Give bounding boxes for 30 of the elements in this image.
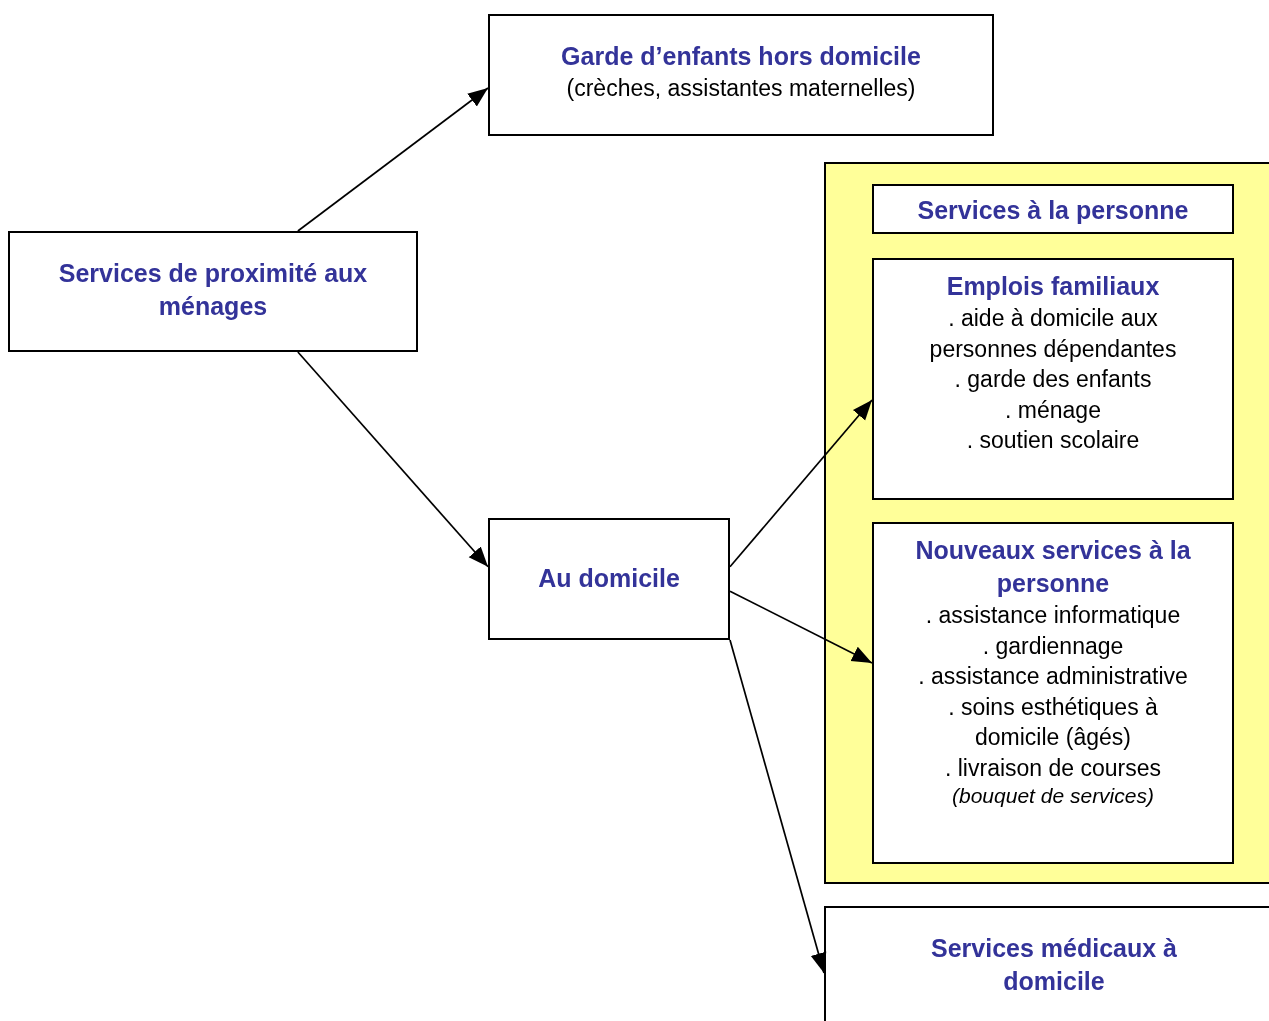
list-item: . assistance informatique (925, 601, 1181, 630)
box-heading: Garde d’enfants hors domicile (561, 41, 921, 72)
list-item: . gardiennage (982, 631, 1124, 661)
list-item: . ménage (1005, 395, 1101, 425)
note-text: (bouquet de services) (952, 783, 1154, 809)
list-item: . soins esthétiques à domicile (âgés) (947, 692, 1159, 752)
list-item: . assistance administrative (918, 662, 1188, 691)
list-item: . livraison de courses (944, 753, 1161, 783)
arrow (729, 590, 873, 664)
group-panel (824, 162, 1269, 884)
category-box (824, 906, 1269, 1021)
box-heading: Nouveaux services à la personne (914, 535, 1192, 599)
box-heading: Au domicile (538, 563, 680, 594)
list-item: . aide à domicile aux personnes dépendantes (928, 304, 1178, 364)
category-box (8, 231, 418, 352)
box-heading: Services médicaux à domicile (930, 933, 1178, 997)
arrow (729, 399, 873, 568)
list-item: (crèches, assistantes maternelles) (566, 74, 916, 103)
list-item: . soutien scolaire (966, 426, 1140, 455)
service-box (872, 258, 1234, 500)
category-box (488, 518, 730, 640)
list-item: . garde des enfants (954, 365, 1152, 394)
box-heading: Emplois familiaux (946, 271, 1160, 302)
category-box (488, 14, 994, 136)
box-heading: Services à la personne (917, 195, 1189, 226)
box-heading: Services de proximité aux ménages (57, 258, 369, 322)
service-box (872, 522, 1234, 864)
heading-box (872, 184, 1234, 234)
arrow (297, 351, 489, 568)
arrow (297, 87, 489, 232)
